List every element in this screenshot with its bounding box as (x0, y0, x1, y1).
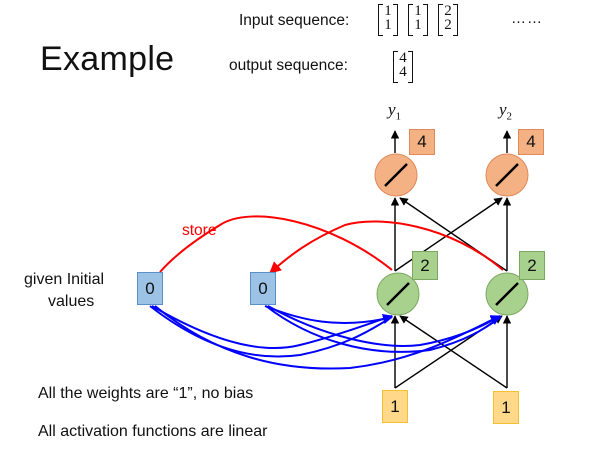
input-vector-1: 1 1 (378, 3, 398, 36)
memory-cell-2: 0 (250, 272, 276, 305)
input-sequence-label: Input sequence: (239, 12, 350, 29)
output-sequence-label: output sequence: (229, 57, 348, 74)
output-vector-1: 4 4 (393, 50, 413, 83)
mem1-to-h1-a (151, 305, 393, 350)
hidden-value-2: 2 (519, 251, 545, 280)
store-arrow-h2-to-mem2 (269, 220, 504, 274)
initial-values-label-line2: values (48, 293, 95, 310)
input-vector-1-bottom: 1 (384, 17, 392, 33)
hidden-value-1: 2 (412, 251, 438, 280)
input-vector-3: 2 2 (438, 3, 458, 36)
output-value-2: 4 (518, 129, 544, 155)
input-vector-2-bottom: 1 (414, 17, 422, 33)
input-vector-2: 1 1 (408, 3, 428, 36)
mem2-to-h2 (267, 305, 501, 347)
memory-cell-1: 0 (137, 272, 163, 305)
edge-x2-h1 (399, 315, 508, 389)
output-value-1: 4 (409, 129, 435, 155)
output-vector-1-top: 4 (399, 50, 407, 66)
output-label-y2: y2 (499, 100, 513, 123)
slide-title: Example (40, 40, 175, 78)
output-neuron-1 (374, 153, 418, 197)
mem1-to-h1-b (149, 305, 393, 358)
input-vector-1-top: 1 (384, 3, 392, 19)
input-vector-2-top: 1 (414, 3, 422, 19)
output-vector-1-bottom: 4 (399, 64, 407, 80)
input-vector-3-top: 2 (444, 3, 452, 19)
mem2-to-h2-b (265, 305, 502, 353)
activation-note: All activation functions are linear (38, 423, 268, 440)
sequence-ellipsis: …… (511, 10, 543, 27)
input-value-1: 1 (382, 390, 408, 423)
input-value-2: 1 (493, 391, 519, 424)
output-label-y1: y1 (388, 100, 402, 123)
hidden-neuron-2 (485, 272, 529, 316)
weights-note: All the weights are “1”, no bias (38, 385, 254, 402)
store-label: store (182, 222, 217, 239)
input-vector-3-bottom: 2 (444, 17, 452, 33)
output-neuron-2 (485, 153, 529, 197)
hidden-neuron-1 (376, 272, 420, 316)
initial-values-label-line1: given Initial (24, 271, 105, 288)
store-arrow-h1-to-mem1 (159, 215, 393, 273)
